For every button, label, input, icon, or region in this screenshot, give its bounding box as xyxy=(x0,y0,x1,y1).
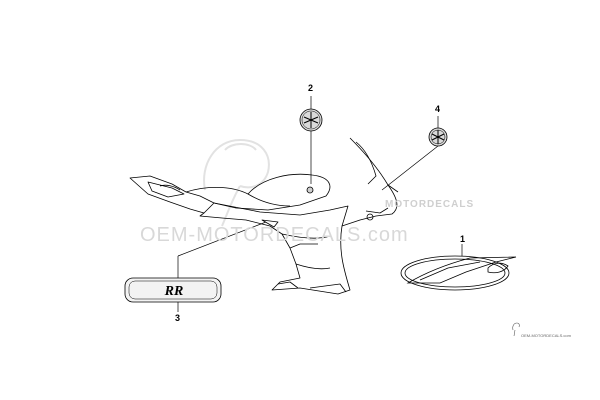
sticker-3-plate xyxy=(124,277,222,303)
callout-4: 4 xyxy=(435,104,441,114)
watermark-strip-text: MOTORDECALS xyxy=(385,199,475,210)
sticker-3-text: RR xyxy=(150,282,198,300)
motorcycle-fairing xyxy=(129,137,399,295)
watermark-logo xyxy=(203,138,270,227)
sticker-2-badge xyxy=(299,108,323,132)
sticker-1-oval-logo xyxy=(400,255,517,291)
leader-lines xyxy=(177,96,463,312)
callout-3: 3 xyxy=(175,313,181,323)
watermark-main-text: OEM-MOTORDECALS.com xyxy=(140,224,409,246)
sticker-4-badge xyxy=(428,127,448,147)
callout-2: 2 xyxy=(308,83,314,93)
callout-1: 1 xyxy=(460,234,466,244)
footer-watermark-text: OEM-MOTORDECALS.com xyxy=(521,333,571,338)
footer-logo-icon xyxy=(512,322,520,337)
sticker-3-text-value: RR xyxy=(164,284,184,299)
